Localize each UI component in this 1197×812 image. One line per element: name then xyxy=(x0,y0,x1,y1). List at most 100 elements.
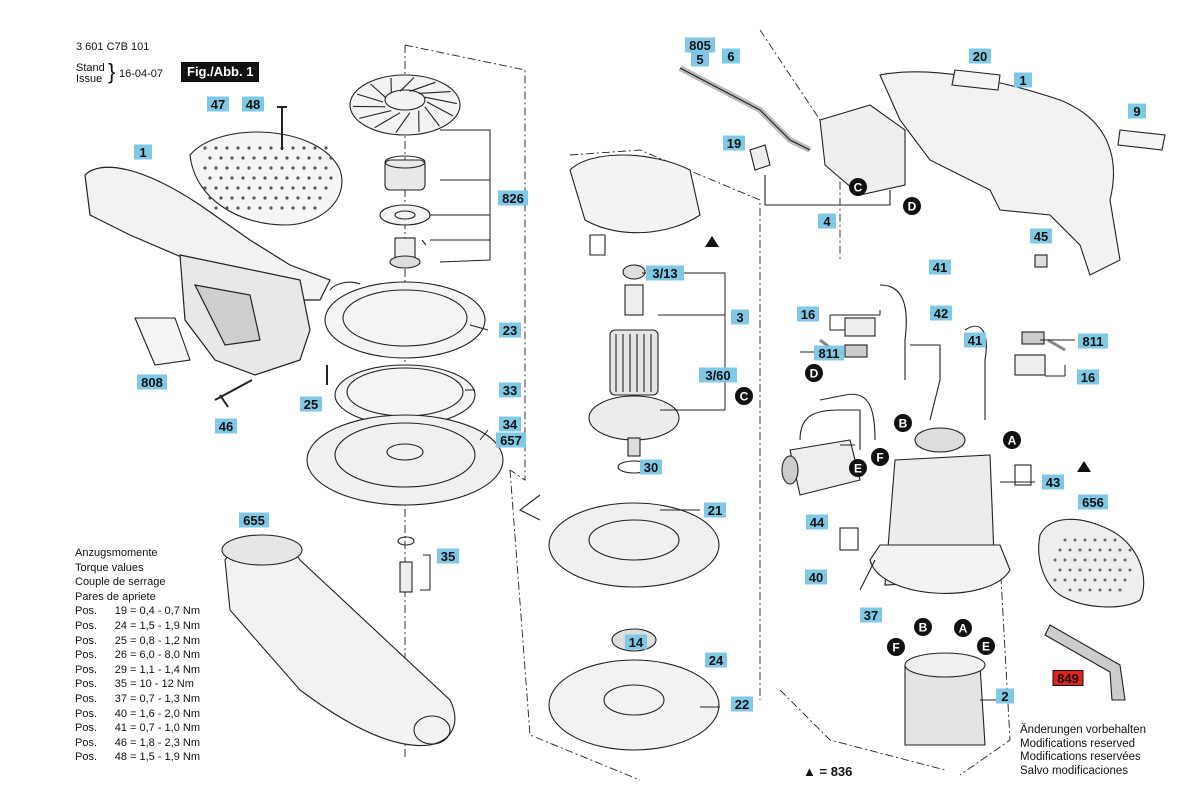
part-label-text: 811 xyxy=(1083,334,1104,349)
part-label: 4 xyxy=(818,213,836,229)
part-label-text: 19 xyxy=(727,136,741,151)
torque-pos-number: 24 xyxy=(114,619,127,632)
part-label-text: 35 xyxy=(441,549,455,564)
part-label: 3/13 xyxy=(646,265,684,281)
torque-pos-number: 26 xyxy=(114,649,127,662)
part-label: 20 xyxy=(969,48,991,64)
part-label-text: 811 xyxy=(819,346,840,361)
part-label-text: 25 xyxy=(304,397,318,412)
part-label-text: 46 xyxy=(219,419,233,434)
part-label-text: 656 xyxy=(1082,495,1104,510)
part-label: 22 xyxy=(731,696,753,712)
part-label: 811 xyxy=(1078,333,1108,349)
part-label: 37 xyxy=(860,607,882,623)
part-number: 3 601 C7B 101 xyxy=(76,41,150,53)
torque-pos-label: Pos. xyxy=(75,692,98,705)
cable-6 xyxy=(678,65,812,153)
torque-value: = 0,4 - 0,7 Nm xyxy=(130,605,201,618)
part-label-text: 37 xyxy=(864,608,878,623)
screw-48 xyxy=(277,106,287,150)
switch-bracket xyxy=(819,104,906,196)
torque-row: Pos.41= 0,7 - 1,0 Nm xyxy=(75,721,200,736)
part-label-text: 22 xyxy=(735,697,749,712)
part-label: 657 xyxy=(496,432,526,448)
torque-row: Pos.48= 1,5 - 1,9 Nm xyxy=(75,750,200,765)
part-label: 655 xyxy=(239,512,269,528)
torque-pos-number: 29 xyxy=(114,663,127,676)
part-label-text: 24 xyxy=(709,653,724,668)
torque-pos-number: 37 xyxy=(114,692,127,705)
perforated-pad-47 xyxy=(189,131,343,226)
torque-row: Pos.19= 0,4 - 0,7 Nm xyxy=(75,604,200,619)
part-label: 3/60 xyxy=(699,367,737,383)
ring-33 xyxy=(334,364,476,426)
part-label-text: 5 xyxy=(696,52,703,67)
torque-pos-label: Pos. xyxy=(75,634,98,647)
torque-row: Pos.29= 1,1 - 1,4 Nm xyxy=(75,663,200,678)
motor-cover xyxy=(569,154,701,256)
motor-block xyxy=(859,427,1011,594)
part-label-text: 33 xyxy=(503,383,517,398)
part-label-text: 21 xyxy=(708,503,722,518)
part-label-text: 808 xyxy=(141,375,163,390)
part-label-text: 16 xyxy=(1081,370,1095,385)
torque-pos-number: 19 xyxy=(114,605,127,618)
stator-2 xyxy=(904,652,986,746)
dust-box-655 xyxy=(221,534,456,747)
sanding-pad-34 xyxy=(306,414,504,506)
part-label-text: 23 xyxy=(503,323,517,338)
footnote-es: Salvo modificaciones xyxy=(1020,764,1129,777)
connection-marker: C xyxy=(849,178,867,196)
part-label: 33 xyxy=(499,382,521,398)
connection-marker-letter: B xyxy=(919,621,928,635)
connection-marker-letter: D xyxy=(810,367,819,381)
part-label-text: 43 xyxy=(1046,475,1060,490)
connection-marker: F xyxy=(887,638,905,656)
part-label: 46 xyxy=(215,418,237,434)
connection-marker-letter: A xyxy=(1008,434,1017,448)
part-label: 1 xyxy=(1014,72,1032,88)
part-label-text: 805 xyxy=(689,38,711,53)
brush-cable-wires xyxy=(799,284,987,450)
fan-assembly-826 xyxy=(349,74,461,269)
torque-value: = 1,1 - 1,4 Nm xyxy=(130,663,201,676)
part-label-text: 1 xyxy=(139,145,146,160)
part-label: 808 xyxy=(137,374,167,390)
torque-row: Pos.40= 1,6 - 2,0 Nm xyxy=(75,707,200,722)
screw-46 xyxy=(214,379,253,408)
palm-grip-656 xyxy=(1038,518,1145,608)
connection-marker: C xyxy=(735,387,753,405)
connection-marker-letter: F xyxy=(876,451,883,465)
disc-22 xyxy=(548,659,720,751)
torque-pos-number: 48 xyxy=(114,751,127,764)
part-label: 16 xyxy=(1077,369,1099,385)
part-label-text: 1 xyxy=(1019,73,1026,88)
part-label-text: 34 xyxy=(503,417,518,432)
torque-value: = 0,7 - 1,0 Nm xyxy=(130,722,201,735)
ring-23 xyxy=(324,281,486,359)
handle-housing xyxy=(84,166,331,376)
connection-marker-letter: F xyxy=(892,641,899,655)
part-label-text: 44 xyxy=(810,515,825,530)
part-label: 849 xyxy=(1052,670,1084,686)
torque-pos-label: Pos. xyxy=(75,736,98,749)
part-label: 826 xyxy=(498,190,528,206)
label-20 xyxy=(951,69,1001,91)
part-label-text: 3/60 xyxy=(705,368,730,383)
torque-pos-label: Pos. xyxy=(75,722,98,735)
torque-value: = 0,8 - 1,2 Nm xyxy=(130,634,201,647)
part-label: 656 xyxy=(1078,494,1108,510)
label-pad xyxy=(839,527,859,551)
torque-row: Pos.35= 10 - 12 Nm xyxy=(75,677,200,692)
torque-pos-number: 46 xyxy=(114,736,127,749)
torque-pos-label: Pos. xyxy=(75,678,98,691)
connection-marker-letter: E xyxy=(982,640,990,654)
part-label-text: 48 xyxy=(246,97,260,112)
footnote-de: Änderungen vorbehalten xyxy=(1020,724,1146,736)
connection-marker-letter: D xyxy=(908,200,917,214)
connection-marker-letter: B xyxy=(899,417,908,431)
torque-pos-label: Pos. xyxy=(75,619,98,632)
